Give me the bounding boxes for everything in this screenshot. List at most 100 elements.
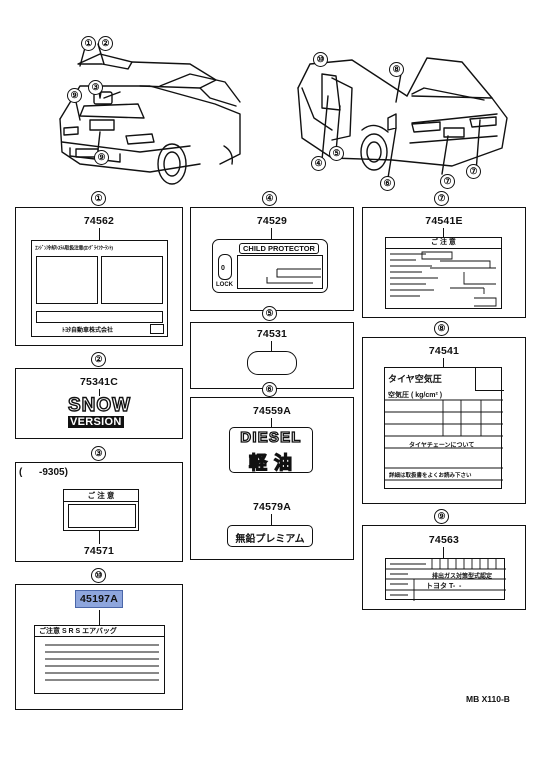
leader-line-a [271,418,272,428]
rear-callout-7b: ⑦ [466,164,481,179]
part-number: 74563 [428,534,460,546]
label-74541: タイヤ空気圧 空気圧 ( kg/cm² ) タイヤチェーンについて 詳細は取扱書… [384,367,504,489]
leader-line [443,228,444,238]
panel-6: 74559A DIESEL 軽 油 74579A 無鉛プレミアム [190,397,354,560]
diagram-code: MB X110-B [466,694,510,704]
tire-table-grid [385,399,503,481]
lock-switch [218,254,232,280]
panel-9-callout: ⑨ [434,509,449,524]
premium-text: 無鉛プレミアム [235,534,305,545]
lock-text: LOCK [216,282,233,288]
leader-line [443,547,444,559]
kanji-text: 軽 油 [248,452,293,473]
leader-line [271,341,272,352]
diesel-text: DIESEL [240,428,302,446]
label-74541E: ご 注 意 [385,237,502,309]
tire-chain-note: タイヤチェーンについて [409,443,475,449]
label-74571: ご 注 意 [63,489,139,531]
emission-text: 排出ガス対策型式認定 [432,574,493,580]
label-box-left [36,256,98,304]
leader-line-b [271,514,272,526]
front-callout-1: ① [81,36,96,51]
rear-callout-5: ⑤ [329,146,344,161]
part-number-b: 74579A [253,501,291,513]
model-range: ( -9305) [19,467,68,478]
leader-line [271,228,272,240]
label-text-lines [45,644,159,681]
label-lines [390,251,497,307]
emission-label-grid [386,559,506,601]
label-bar [36,311,163,323]
tire-corner-box [475,368,504,391]
lock-zero: 0 [221,265,225,272]
part-number: 74541E [425,215,463,227]
rear-car-illustration [297,57,508,179]
label-header: ｴﾝｼﾞﾝ冷却ｼｽﾃﾑ取扱注意(ﾛﾝｸﾞﾗｲﾌｸｰﾗﾝﾄ) [35,246,113,252]
label-header: ご注意 S R S エアバッグ [35,626,164,637]
front-callout-2: ② [98,36,113,51]
label-74562: ｴﾝｼﾞﾝ冷却ｼｽﾃﾑ取扱注意(ﾛﾝｸﾞﾗｲﾌｸｰﾗﾝﾄ) ﾄﾖﾀ自動車株式会社 [31,240,168,337]
panel-9: 74563 排出ガス対策型式認定 トヨタ T- - [362,525,526,610]
panel-1-callout: ① [91,191,106,206]
panel-10-callout: ⑩ [91,568,106,583]
leader-line [99,610,100,626]
label-corner-box [150,324,164,334]
toyota-text: トヨタ T- - [426,583,462,590]
part-number: 74531 [256,328,288,340]
tire-bottom-note: 詳細は取扱書をよくお読み下さい [389,473,472,479]
label-text-box [237,255,323,289]
panel-1: 74562 ｴﾝｼﾞﾝ冷却ｼｽﾃﾑ取扱注意(ﾛﾝｸﾞﾗｲﾌｸｰﾗﾝﾄ) ﾄﾖﾀ自… [15,207,183,346]
front-callout-3: ③ [88,80,103,95]
label-45197A: ご注意 S R S エアバッグ [34,625,165,694]
child-protector-title: CHILD PROTECTOR [239,243,319,254]
snow-text: SNOW [67,394,132,416]
leader-line [99,530,100,544]
label-74559A: DIESEL 軽 油 [229,427,313,474]
panel-3: ( -9305) ご 注 意 74571 [15,462,183,562]
front-callout-9-bottom: ⑨ [94,150,109,165]
part-number: 75341C [80,376,118,388]
label-74529: CHILD PROTECTOR 0 LOCK [212,239,328,293]
panel-8-callout: ⑧ [434,321,449,336]
panel-5-callout: ⑤ [262,306,277,321]
panel-3-callout: ③ [91,446,106,461]
part-number: 74529 [256,215,288,227]
tire-title: タイヤ空気圧 [388,374,442,384]
part-number-highlighted: 45197A [16,590,182,608]
front-car-illustration [59,43,241,185]
part-number: 74541 [428,345,460,357]
label-box-right [101,256,163,304]
label-lines [266,268,321,284]
label-74531 [247,351,297,375]
panel-5: 74531 [190,322,354,389]
panel-2-callout: ② [91,352,106,367]
panel-7: 74541E ご 注 意 [362,207,526,318]
rear-callout-4: ④ [311,156,326,171]
rear-callout-10: ⑩ [313,52,328,67]
part-number: 45197A [75,590,123,608]
rear-callout-8: ⑧ [389,62,404,77]
label-74579A: 無鉛プレミアム [227,525,313,547]
leader-line [99,228,100,241]
label-header: ご 注 意 [64,490,138,502]
panel-8: 74541 タイヤ空気圧 空気圧 ( kg/cm² ) タイヤチェーンについて … [362,337,526,504]
panel-7-callout: ⑦ [434,191,449,206]
label-74563: 排出ガス対策型式認定 トヨタ T- - [385,558,506,601]
rear-callout-6: ⑥ [380,176,395,191]
panel-10: 45197A ご注意 S R S エアバッグ [15,584,183,710]
leader-line [443,358,444,368]
rear-callout-7a: ⑦ [440,174,455,189]
label-header: ご 注 意 [386,238,501,249]
panel-4-callout: ④ [262,191,277,206]
label-footer: ﾄﾖﾀ自動車株式会社 [62,328,114,334]
panel-2: 75341C SNOW VERSION [15,368,183,439]
panel-4: 74529 CHILD PROTECTOR 0 LOCK [190,207,354,311]
label-inner-box [68,504,136,528]
panel-6-callout: ⑥ [262,382,277,397]
tire-sub: 空気圧 ( kg/cm² ) [388,392,443,399]
part-number: 74562 [83,215,115,227]
part-number-a: 74559A [253,405,291,417]
part-number: 74571 [83,545,115,557]
front-callout-9-left: ⑨ [67,88,82,103]
